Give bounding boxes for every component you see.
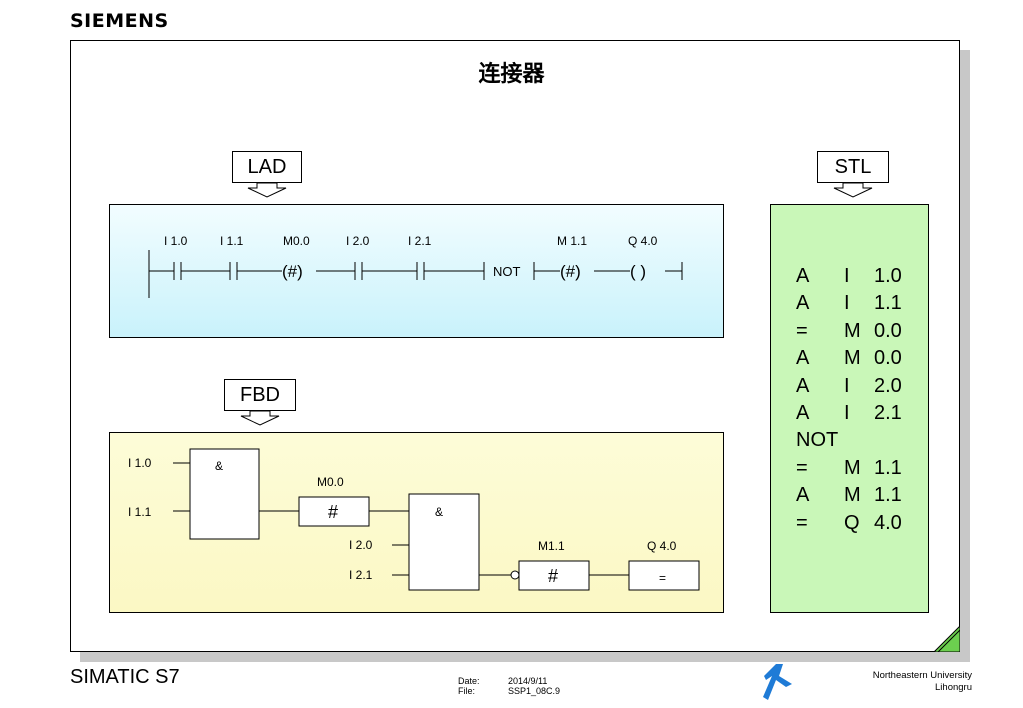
slide-title: 连接器: [478, 62, 545, 87]
lad-rung: [148, 250, 683, 298]
fbd-label-m00: M0.0: [317, 475, 344, 489]
fbd-label-m11: M1.1: [538, 539, 565, 553]
lad-coil-q40: ( ): [630, 262, 646, 281]
lad-label-m00: M0.0: [283, 234, 310, 248]
lad-connector-m11: (#): [560, 262, 581, 281]
stl-tag-arrow-icon: [833, 182, 873, 198]
fbd-negation-circle: [510, 570, 520, 580]
footer-meta: Date: 2014/9/11 File: SSP1_08C.9: [458, 676, 560, 696]
fbd-input-i10: I 1.0: [128, 456, 152, 470]
date-label: Date:: [458, 676, 480, 686]
fbd-label-q40: Q 4.0: [647, 539, 677, 553]
fbd-tag-arrow-icon: [240, 410, 280, 426]
fbd-connector-symbol-2: #: [548, 566, 558, 586]
fbd-and-block-1: [189, 448, 260, 540]
lad-label-m11: M 1.1: [557, 234, 587, 248]
siemens-logo: SIEMENS: [70, 10, 169, 32]
fbd-input-i11: I 1.1: [128, 505, 152, 519]
date-value: 2014/9/11: [508, 676, 548, 686]
file-value: SSP1_08C.9: [508, 686, 561, 696]
lad-label-i21: I 2.1: [408, 234, 432, 248]
org-author: Lihongru: [935, 682, 972, 693]
stl-panel: [770, 204, 929, 613]
fbd-connector-symbol-1: #: [328, 502, 338, 522]
lad-label-i20: I 2.0: [346, 234, 370, 248]
lad-tag-arrow-icon: [247, 182, 287, 198]
fbd-input-i20: I 2.0: [349, 538, 373, 552]
org-name: Northeastern University: [872, 670, 972, 681]
footer-organization: Northeastern University Lihongru: [873, 670, 972, 694]
fbd-assign-symbol: =: [659, 571, 666, 585]
file-label: File:: [458, 686, 476, 696]
lad-label-i11: I 1.1: [220, 234, 244, 248]
fbd-input-i21: I 2.1: [349, 568, 373, 582]
lad-tag: LAD: [232, 151, 302, 183]
lad-label-i10: I 1.0: [164, 234, 188, 248]
lad-not-label: NOT: [493, 264, 521, 279]
fbd-and-block-2: [408, 493, 480, 591]
lad-label-q40: Q 4.0: [628, 234, 658, 248]
lad-connector-m00: (#): [282, 262, 303, 281]
page-corner-icon: [934, 626, 960, 652]
university-logo-icon: [763, 664, 792, 700]
fbd-assign-q40: [628, 560, 700, 591]
fbd-and-label-2: &: [435, 505, 443, 519]
footer-product: SIMATIC S7: [70, 666, 180, 688]
fbd-and-label-1: &: [215, 459, 223, 473]
